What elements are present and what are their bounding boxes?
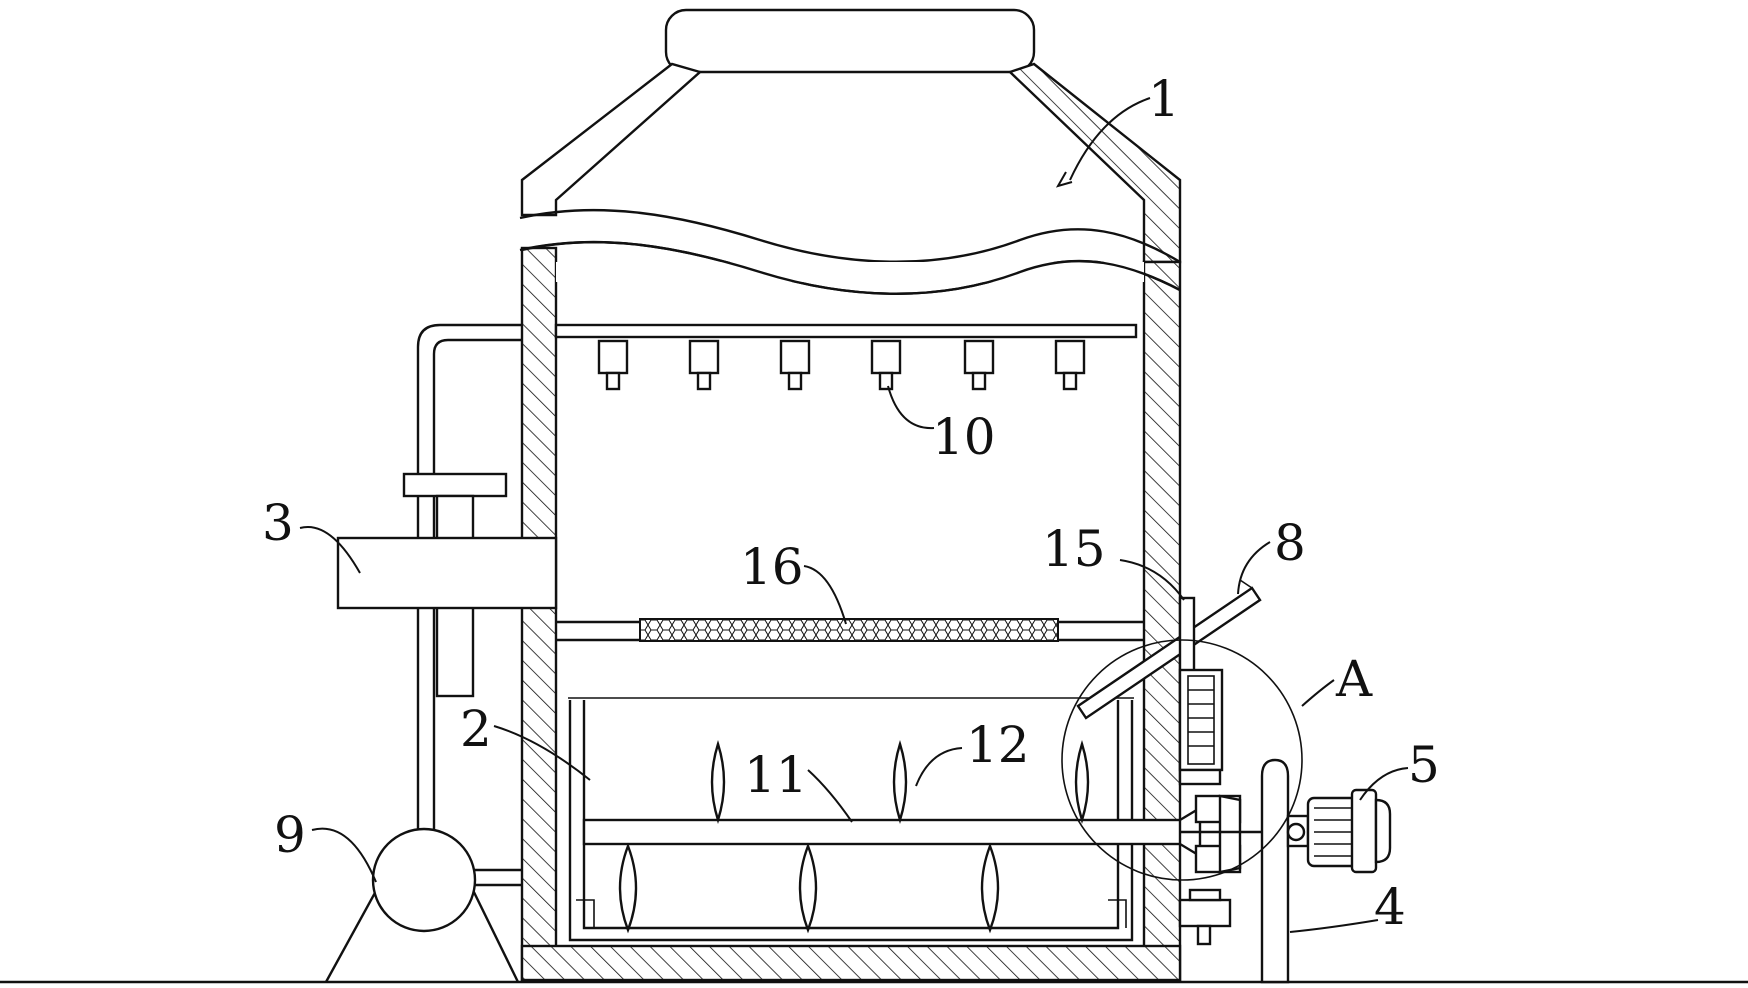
spray-pipe (554, 323, 1138, 339)
blade (980, 842, 1000, 934)
bottom-wall (520, 944, 1182, 982)
label-11: 11 (744, 746, 808, 804)
pump-body (371, 827, 477, 933)
label-15: 15 (1042, 520, 1106, 578)
nozzle (870, 339, 902, 391)
label-4: 4 (1374, 878, 1406, 936)
left-wall (520, 246, 558, 982)
filter-layer (556, 618, 1144, 642)
nozzle (963, 339, 995, 391)
drive-assembly (1061, 579, 1392, 984)
pump (324, 827, 520, 983)
nozzle (1054, 339, 1086, 391)
blade (1074, 740, 1090, 824)
break-line (519, 208, 1181, 264)
gas-inlet (336, 472, 558, 698)
reference-labels: 1 2 3 4 5 8 9 10 11 12 15 16 A (262, 70, 1440, 936)
label-2: 2 (460, 700, 492, 758)
blade (618, 842, 638, 934)
inlet-duct (336, 536, 558, 610)
nozzle (779, 339, 811, 391)
right-wall (1142, 260, 1182, 982)
label-3: 3 (262, 494, 294, 552)
honeycomb-filter (639, 618, 1059, 642)
label-16: 16 (740, 538, 804, 596)
detail-circle-a (1061, 639, 1303, 881)
label-10: 10 (932, 408, 996, 466)
left-shoulder (520, 62, 703, 217)
stirring-shaft (582, 818, 1186, 846)
valve-handle (402, 472, 508, 498)
blade (798, 842, 818, 934)
motor (1286, 788, 1392, 874)
support-post (1260, 758, 1290, 984)
spray-assembly (554, 323, 1138, 391)
label-5: 5 (1408, 736, 1440, 794)
leader-lines (299, 97, 1409, 933)
label-a: A (1335, 650, 1373, 708)
blade (892, 740, 908, 824)
label-12: 12 (966, 716, 1030, 774)
tower-housing (519, 8, 1182, 982)
top-cap (664, 8, 1036, 74)
label-9: 9 (274, 806, 306, 864)
label-1: 1 (1148, 70, 1180, 128)
label-8: 8 (1274, 514, 1306, 572)
nozzle (597, 339, 629, 391)
blade (710, 740, 726, 824)
nozzle (688, 339, 720, 391)
roller-housing (1178, 668, 1224, 772)
circulation-pipe (380, 323, 522, 887)
inner-tank (568, 697, 1186, 942)
